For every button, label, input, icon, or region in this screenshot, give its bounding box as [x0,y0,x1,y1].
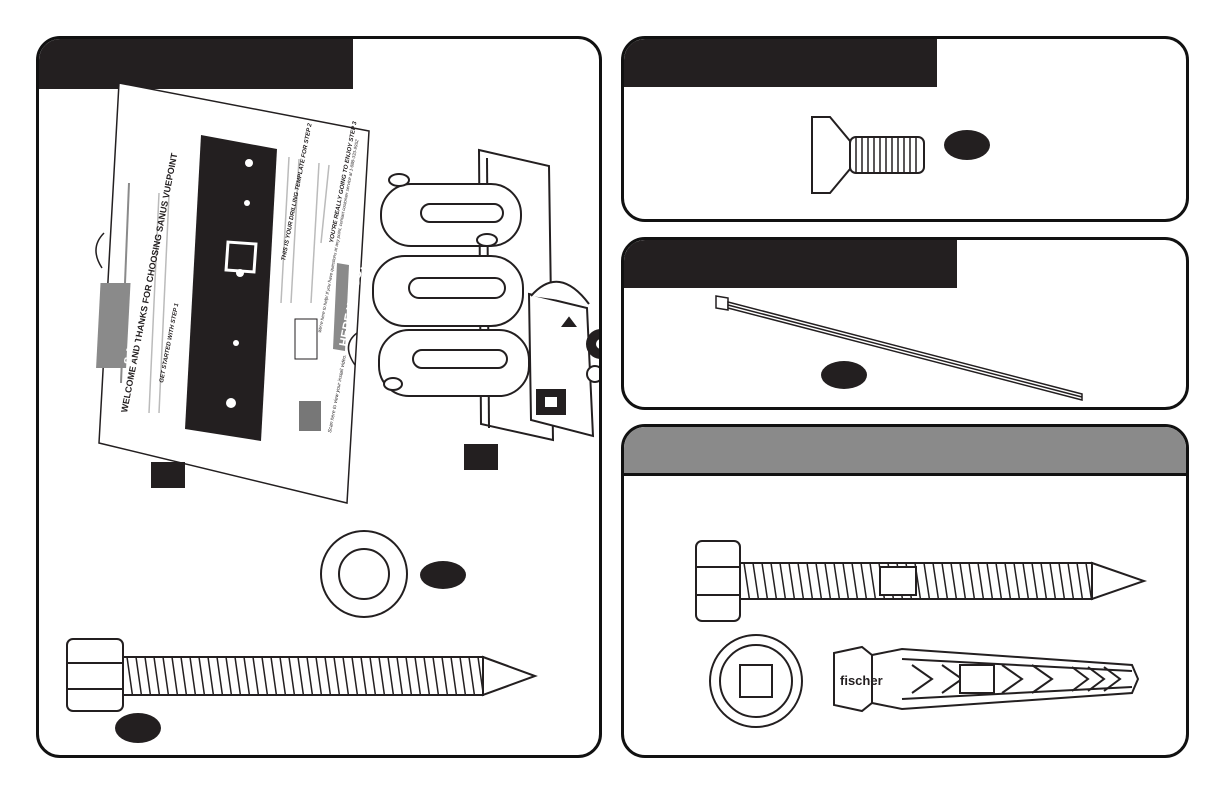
concrete-hardware-panel: fischer [621,424,1189,758]
thread-line [432,656,440,696]
thread-line [752,562,760,600]
thread-line [189,656,197,696]
thread-line [423,656,431,696]
thread-line [153,656,161,696]
thread-line [1022,562,1030,600]
thread-line [126,656,134,696]
thread-line [234,656,242,696]
thread-line [405,656,413,696]
thread-line [1067,562,1075,600]
thread-line [1058,562,1066,600]
washer-icon [709,634,803,728]
cable-tie-panel-header [624,240,957,288]
thread-line [207,656,215,696]
screw-label-oval [944,130,990,160]
thread-line [414,656,422,696]
thread-line [833,562,841,600]
thread-line [279,656,287,696]
thread-line [180,656,188,696]
thread-line [824,562,832,600]
thread-line [450,656,458,696]
thread-line [851,562,859,600]
thread-line [1040,562,1048,600]
thread-line [171,656,179,696]
thread-line [342,656,350,696]
drilling-template-icon: WELCOME AND THANKS FOR CHOOSING SANUS VU… [95,82,370,504]
wall-anchor-icon: fischer [833,645,1140,713]
thread-line [144,656,152,696]
thread-line [135,656,143,696]
thread-line [477,656,485,696]
thread-line [1049,562,1057,600]
thread-line [378,656,386,696]
concrete-panel-header [624,427,1186,476]
thread-line [743,562,751,600]
thread-line [1031,562,1039,600]
thread-line [216,656,224,696]
thread-line [923,562,931,600]
thread-line [369,656,377,696]
thread-line [950,562,958,600]
thread-line [797,562,805,600]
thread-line [288,656,296,696]
thread-line [788,562,796,600]
thread-line [995,562,1003,600]
washer-label-oval [420,561,466,589]
cable-tie-panel [621,237,1189,410]
thread-line [252,656,260,696]
thread-line [869,562,877,600]
thread-line [459,656,467,696]
thread-line [1085,562,1093,600]
thread-line [986,562,994,600]
washer-icon [320,530,408,618]
thread-line [959,562,967,600]
lag-bolt-label-oval [115,713,161,743]
flat-head-screw-icon [811,116,925,194]
thread-line [315,656,323,696]
thread-line [806,562,814,600]
thread-line [243,656,251,696]
thread-line [770,562,778,600]
lag-bolt-icon [66,638,538,712]
thread-line [333,656,341,696]
thread-line [842,562,850,600]
thread-line [468,656,476,696]
thread-line [815,562,823,600]
thread-line [1076,562,1084,600]
thread-line [396,656,404,696]
thread-line [225,656,233,696]
thread-line [1013,562,1021,600]
thread-line [324,656,332,696]
thread-line [198,656,206,696]
thread-line [441,656,449,696]
left-panel-header [39,39,353,89]
thread-line [968,562,976,600]
cable-tie-icon [715,295,1083,401]
thread-line [351,656,359,696]
screw-panel-header [624,39,937,87]
thread-line [761,562,769,600]
thread-line [932,562,940,600]
template-this-way-up: THIS WAY UP [267,133,300,141]
thread-line [261,656,269,696]
thread-line [977,562,985,600]
anchor-brand-label: fischer [840,673,883,688]
thread-line [360,656,368,696]
screw-panel [621,36,1189,222]
template-label-badge [151,462,185,488]
cable-tie-label-oval [821,361,867,389]
thread-line [162,656,170,696]
thread-line [270,656,278,696]
thread-line [306,656,314,696]
thread-line [297,656,305,696]
mount-label-badge [464,444,498,470]
lag-bolt-icon [695,540,1148,622]
thread-line [1004,562,1012,600]
thread-line [387,656,395,696]
wall-mount-bracket-icon [372,148,599,442]
thread-line [779,562,787,600]
thread-line [941,562,949,600]
thread-line [860,562,868,600]
left-parts-panel: WELCOME AND THANKS FOR CHOOSING SANUS VU… [36,36,602,758]
